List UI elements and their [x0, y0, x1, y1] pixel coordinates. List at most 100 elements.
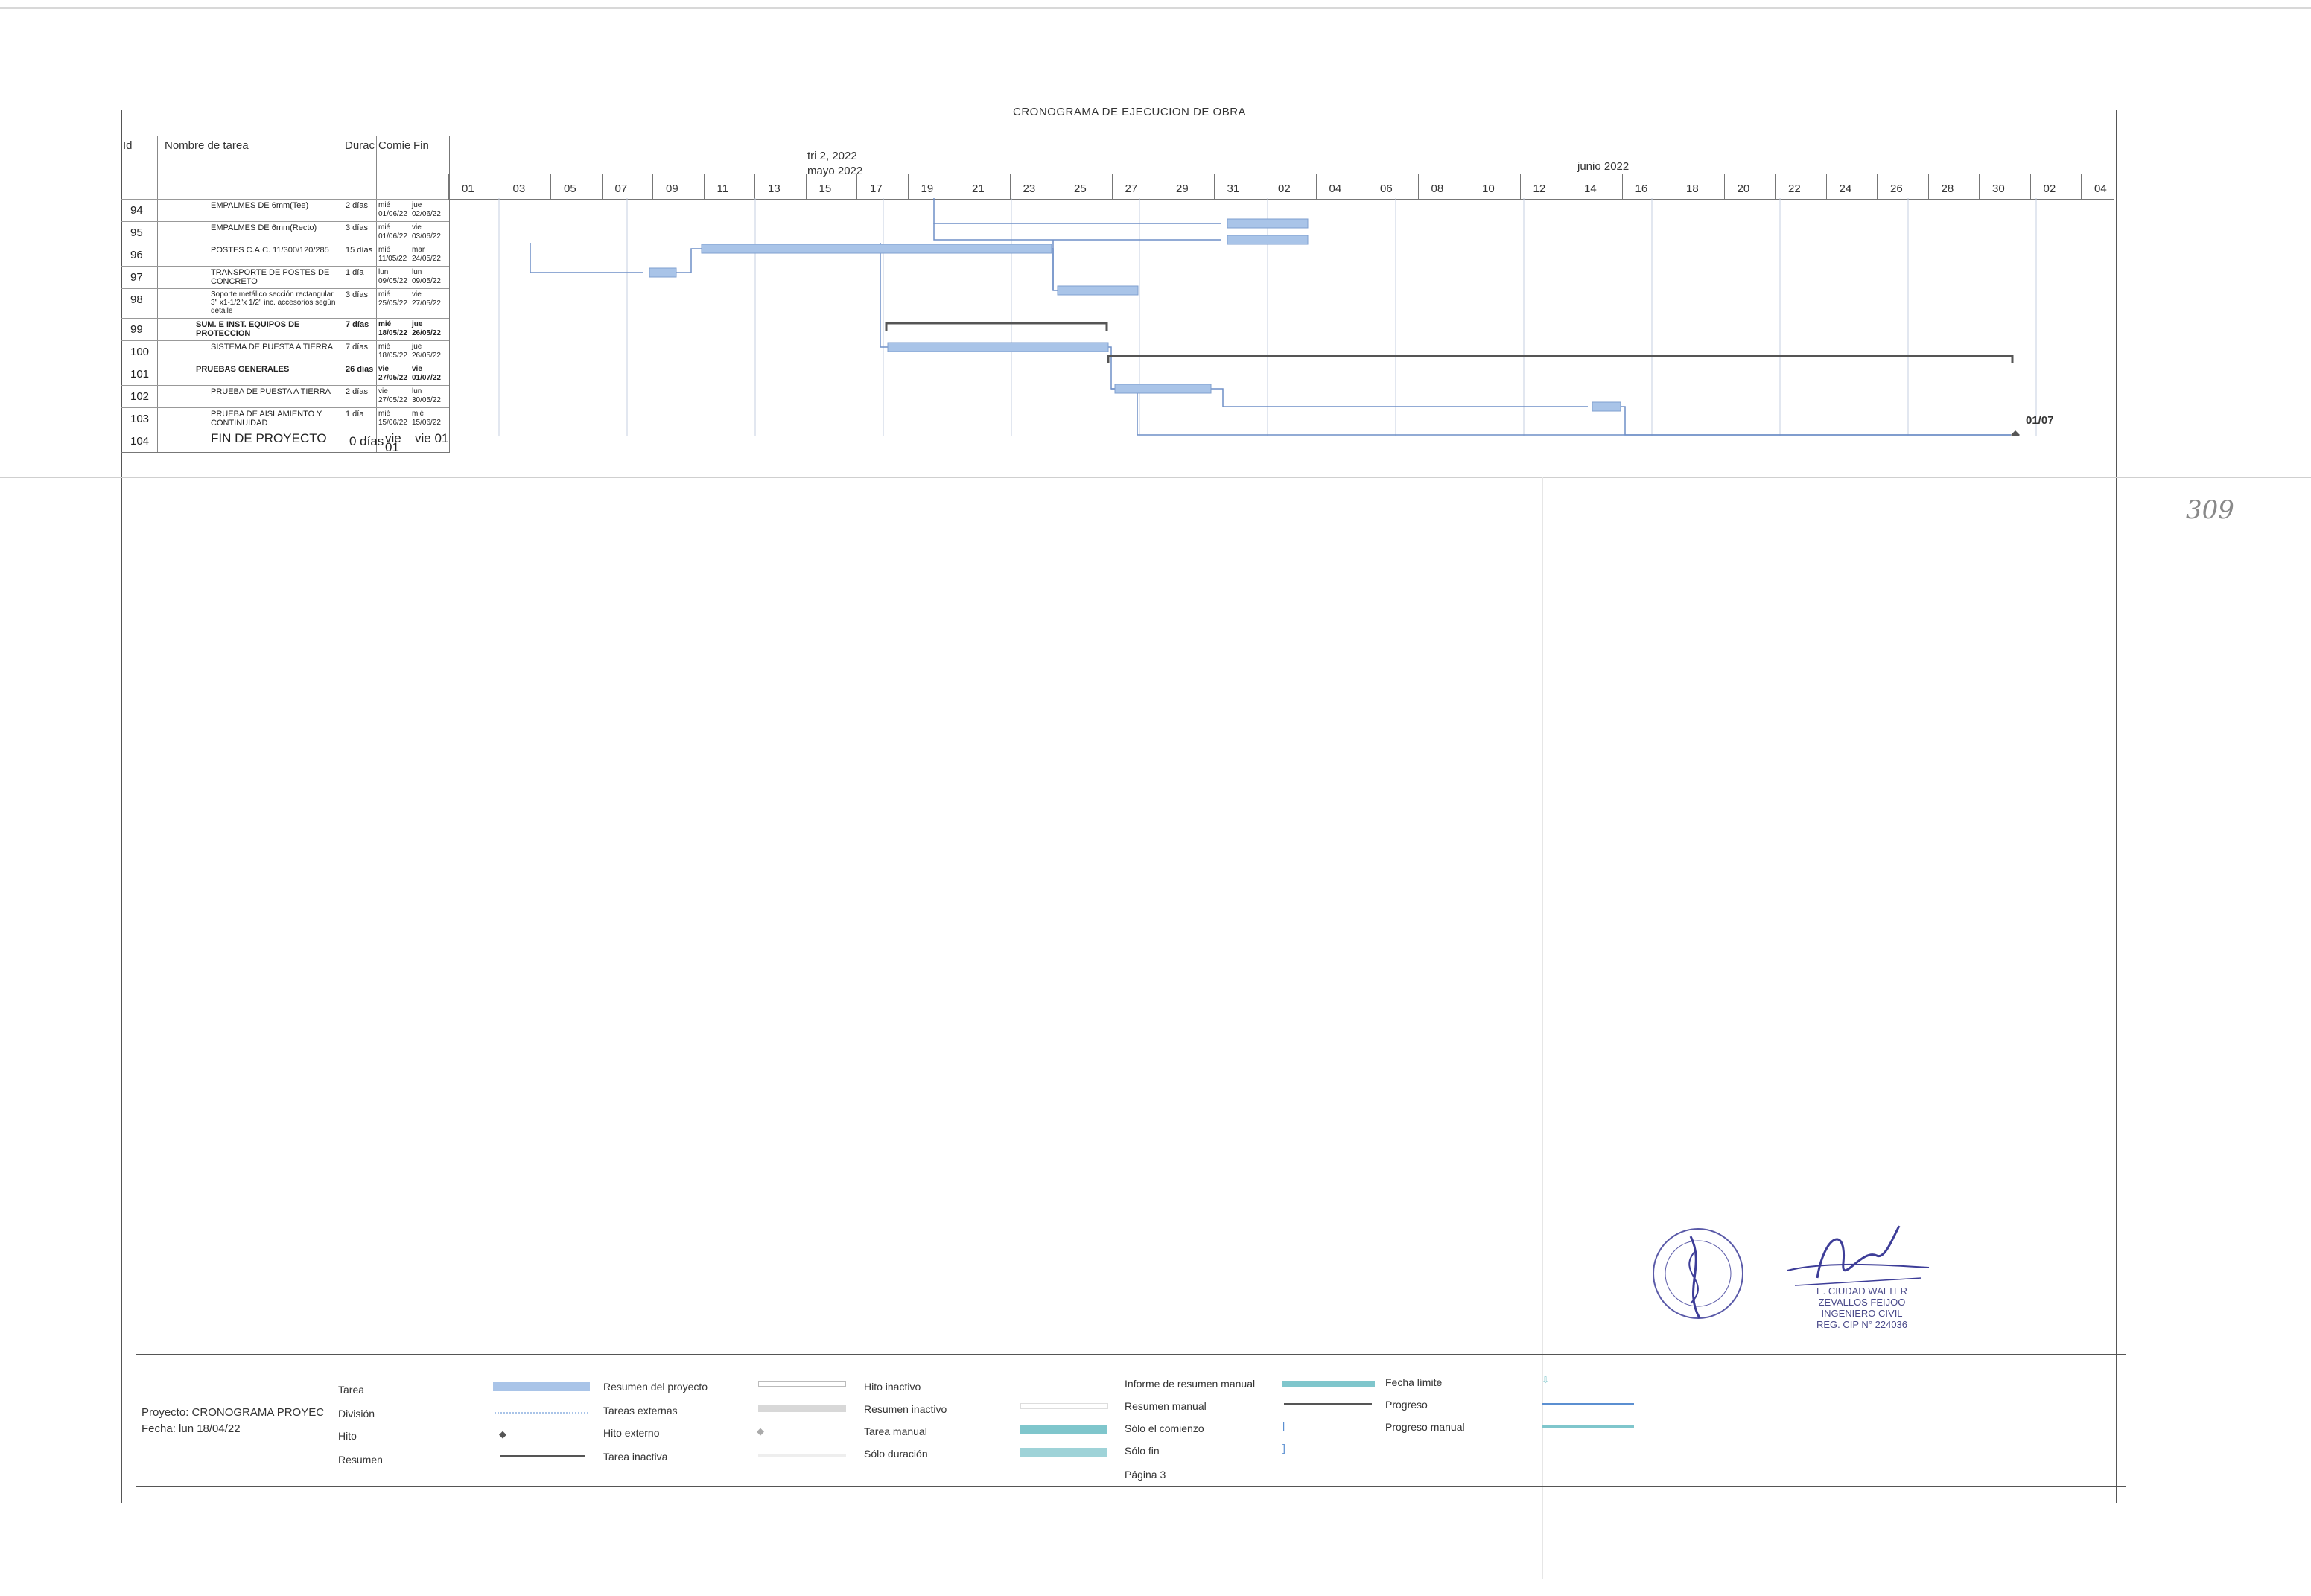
- legend-item: Hito: [338, 1430, 357, 1442]
- timescale-tick: [2081, 174, 2082, 199]
- task-bar-96: [701, 244, 1052, 254]
- paper-fold-horizontal: [0, 477, 2311, 478]
- timescale-day-label: 04: [2094, 182, 2107, 195]
- legend-start-only-icon: [: [1282, 1419, 1285, 1431]
- legend-item: Tarea manual: [864, 1425, 927, 1437]
- task-duration: 3 días: [346, 290, 368, 299]
- task-end: vie 01: [415, 431, 449, 445]
- timescale-day-label: 08: [1431, 182, 1444, 195]
- task-start: vie 01: [385, 431, 401, 454]
- timescale-day-label: 01: [462, 182, 474, 195]
- timescale-day-label: 16: [1635, 182, 1648, 195]
- signature-line: ZEVALLOS FEIJOO: [1818, 1297, 1906, 1308]
- link-line: [530, 243, 643, 273]
- legend-project: Proyecto: CRONOGRAMA PROYEC: [142, 1406, 325, 1419]
- task-start: mié 15/06/22: [378, 410, 407, 427]
- timescale-tick: [907, 174, 909, 199]
- table-row[interactable]: 98 Soporte metálico sección rectangular …: [121, 288, 449, 319]
- legend-swatch-manual-summary: [1284, 1403, 1372, 1405]
- header-end: Fin: [413, 139, 429, 152]
- timescale-tick: [1775, 174, 1776, 199]
- timescale-month-june: junio 2022: [1577, 160, 1630, 173]
- legend-date: Fecha: lun 18/04/22: [142, 1422, 241, 1435]
- table-row[interactable]: 104 FIN DE PROYECTO 0 días vie 01 vie 01: [121, 430, 449, 454]
- page-number: Página 3: [1125, 1469, 1166, 1481]
- task-end: mié 15/06/22: [412, 410, 441, 427]
- page-edge-top: [0, 7, 2311, 9]
- timescale-day-label: 30: [1992, 182, 2005, 195]
- table-row[interactable]: 94 EMPALMES DE 6mm(Tee) 2 días mié 01/06…: [121, 199, 449, 222]
- task-end: jue 02/06/22: [412, 201, 441, 218]
- task-id: 94: [130, 204, 143, 217]
- timescale-day-label: 11: [716, 182, 729, 195]
- link-line: [1111, 388, 2011, 436]
- table-row[interactable]: 95 EMPALMES DE 6mm(Recto) 3 días mié 01/…: [121, 221, 449, 244]
- gantt-canvas: [498, 198, 2037, 436]
- task-duration: 7 días: [346, 320, 369, 329]
- timescale-tick: [1825, 174, 1827, 199]
- timescale-tick: [1621, 174, 1623, 199]
- document-title: CRONOGRAMA DE EJECUCION DE OBRA: [1013, 106, 1247, 118]
- legend-swatch-summary: [500, 1455, 585, 1457]
- signature-icon: [1787, 1225, 1930, 1286]
- table-row[interactable]: 96 POSTES C.A.C. 11/300/120/285 15 días …: [121, 244, 449, 267]
- task-id: 103: [130, 413, 150, 425]
- timescale-day-label: 19: [921, 182, 934, 195]
- task-bar-100: [887, 342, 1109, 352]
- task-name: TRANSPORTE DE POSTES DE CONCRETO: [211, 268, 330, 286]
- legend-item: Resumen manual: [1125, 1400, 1207, 1412]
- legend-item: Sólo el comienzo: [1125, 1422, 1204, 1434]
- legend-item: Resumen inactivo: [864, 1403, 947, 1415]
- table-row[interactable]: 102 PRUEBA DE PUESTA A TIERRA 2 días vie…: [121, 385, 449, 408]
- task-name: Soporte metálico sección rectangular 3" …: [211, 290, 336, 315]
- legend-external-milestone-icon: ◆: [757, 1425, 764, 1437]
- timescale-day-label: 09: [666, 182, 678, 195]
- timescale-day-label: 12: [1533, 182, 1546, 195]
- legend-swatch-manual-task: [1020, 1425, 1107, 1434]
- task-end: vie 27/05/22: [412, 290, 441, 308]
- summary-bar-101: [1107, 355, 2014, 363]
- task-name: FIN DE PROYECTO: [211, 431, 327, 445]
- timescale-day-label: 15: [818, 182, 832, 195]
- timescale-tick: [805, 174, 807, 199]
- task-duration: 26 días: [346, 365, 374, 374]
- table-row[interactable]: 101 PRUEBAS GENERALES 26 días vie 27/05/…: [121, 363, 449, 386]
- task-end: lun 09/05/22: [412, 268, 441, 285]
- gantt-chart: 01/07: [448, 198, 2114, 436]
- col-divider: [376, 136, 377, 452]
- link-line: [933, 223, 1221, 241]
- task-duration: 1 día: [346, 410, 364, 419]
- timescale-day-label: 25: [1074, 182, 1087, 195]
- timescale-day-label: 26: [1890, 182, 1903, 195]
- page-frame: [121, 110, 2117, 1503]
- task-start: mié 01/06/22: [378, 201, 407, 218]
- task-end: vie 01/07/22: [412, 365, 441, 382]
- timescale-tick: [1979, 174, 1980, 199]
- task-id: 101: [130, 368, 150, 381]
- table-row[interactable]: 100 SISTEMA DE PUESTA A TIERRA 7 días mi…: [121, 340, 449, 363]
- task-id: 98: [130, 293, 143, 306]
- task-end: jue 26/05/22: [412, 320, 441, 337]
- timescale-day-label: 05: [564, 182, 576, 195]
- task-name: EMPALMES DE 6mm(Recto): [211, 223, 317, 232]
- timescale-day-label: 31: [1227, 182, 1240, 195]
- task-id: 102: [130, 390, 150, 403]
- table-row[interactable]: 99 SUM. E INST. EQUIPOS DE PROTECCION 7 …: [121, 318, 449, 341]
- task-start: mié 18/05/22: [378, 343, 407, 360]
- milestone-label: 01/07: [2026, 414, 2054, 427]
- timescale-day-label: 29: [1176, 182, 1189, 195]
- legend-finish-only-icon: ]: [1282, 1442, 1285, 1454]
- footer-rule: [136, 1486, 2126, 1487]
- table-row[interactable]: 103 PRUEBA DE AISLAMIENTO Y CONTINUIDAD …: [121, 407, 449, 430]
- legend: Proyecto: CRONOGRAMA PROYEC Fecha: lun 1…: [136, 1354, 2126, 1466]
- timescale-tick: [601, 174, 603, 199]
- link-line: [676, 248, 702, 273]
- timescale-tick: [1417, 174, 1419, 199]
- task-start: mié 18/05/22: [378, 320, 407, 337]
- signature-line: INGENIERO CIVIL: [1821, 1308, 1903, 1319]
- timescale-tick: [448, 174, 449, 199]
- task-start: mié 25/05/22: [378, 290, 407, 308]
- table-row[interactable]: 97 TRANSPORTE DE POSTES DE CONCRETO 1 dí…: [121, 266, 449, 289]
- legend-swatch-division: [495, 1412, 588, 1414]
